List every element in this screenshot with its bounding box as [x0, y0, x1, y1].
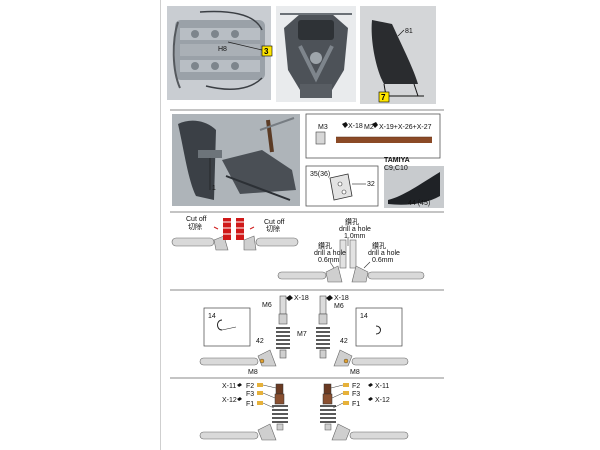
drill-cn-1: 鑽孔 — [345, 217, 359, 226]
wing-plate-photo — [360, 6, 436, 104]
label-m7: M7 — [297, 331, 307, 338]
label-42-left: 42 — [256, 338, 264, 345]
bracket-detail-box — [305, 165, 379, 207]
label-m8-left: M8 — [248, 369, 258, 376]
page-margin-line — [160, 0, 161, 450]
engine-front-photo — [276, 6, 356, 102]
suspension-cut-diagram — [171, 218, 299, 251]
label-81: 81 — [405, 28, 413, 35]
cut-off-left-cn: 切除 — [188, 222, 202, 231]
label-h8: H8 — [218, 46, 227, 53]
step-badge-7: 7 — [381, 93, 386, 102]
drill-size-1: 1.0mm — [344, 233, 366, 240]
damper-decal-diagram — [199, 383, 409, 441]
label-f3-left: F3 — [246, 391, 254, 398]
label-x11-right: X-11 — [375, 383, 389, 390]
strut-photo — [172, 114, 300, 206]
label-m2-paint: X-19+X-26+X-27 — [379, 124, 432, 131]
cut-off-right-cn: 切除 — [266, 224, 280, 233]
label-f2-left: F2 — [246, 383, 254, 390]
label-14-right: 14 — [360, 313, 368, 320]
label-f1-right: F1 — [352, 401, 360, 408]
label-tamiya-code: C9,C10 — [384, 165, 408, 172]
drill-label-2: drill a hole — [314, 250, 346, 257]
engine-side-photo — [167, 6, 273, 100]
drill-size-2: 0.6mm — [318, 257, 340, 264]
drill-cn-2: 鑽孔 — [318, 241, 332, 250]
label-x12-right: X-12 — [375, 397, 390, 404]
drill-cn-3: 鑽孔 — [372, 241, 386, 250]
label-f2-right: F2 — [352, 383, 360, 390]
drill-label-1: drill a hole — [339, 226, 371, 233]
label-tamiya: TAMIYA — [384, 157, 410, 164]
label-x18-right: X-18 — [334, 295, 349, 302]
label-35: 35(36) — [310, 171, 330, 178]
wing-photo — [384, 166, 444, 208]
label-44: 44 (45) — [408, 200, 430, 207]
suspension-drill-diagram — [277, 238, 425, 283]
damper-assembly-diagram — [199, 295, 409, 367]
drill-label-3: drill a hole — [368, 250, 400, 257]
label-14-left: 14 — [208, 313, 216, 320]
label-m8-right: M8 — [350, 369, 360, 376]
label-f3-right: F3 — [352, 391, 360, 398]
rod-detail-box — [305, 113, 441, 159]
label-m6-right: M6 — [334, 303, 344, 310]
label-1: 1 — [212, 185, 216, 192]
label-x18-left: X-18 — [294, 295, 309, 302]
label-x12-left: X-12 — [222, 397, 237, 404]
label-42-right: 42 — [340, 338, 348, 345]
label-32: 32 — [367, 181, 375, 188]
label-m6-left: M6 — [262, 302, 272, 309]
label-x11-left: X-11 — [222, 383, 236, 390]
step-badge-3: 3 — [264, 47, 269, 56]
drill-size-3: 0.6mm — [372, 257, 394, 264]
label-f1-left: F1 — [246, 401, 254, 408]
label-m3: M3 — [318, 124, 328, 131]
cut-off-left: Cut off — [186, 216, 207, 223]
cut-off-right: Cut off — [264, 219, 285, 226]
label-x18: X-18 — [348, 123, 363, 130]
label-m2: M2 — [364, 124, 374, 131]
